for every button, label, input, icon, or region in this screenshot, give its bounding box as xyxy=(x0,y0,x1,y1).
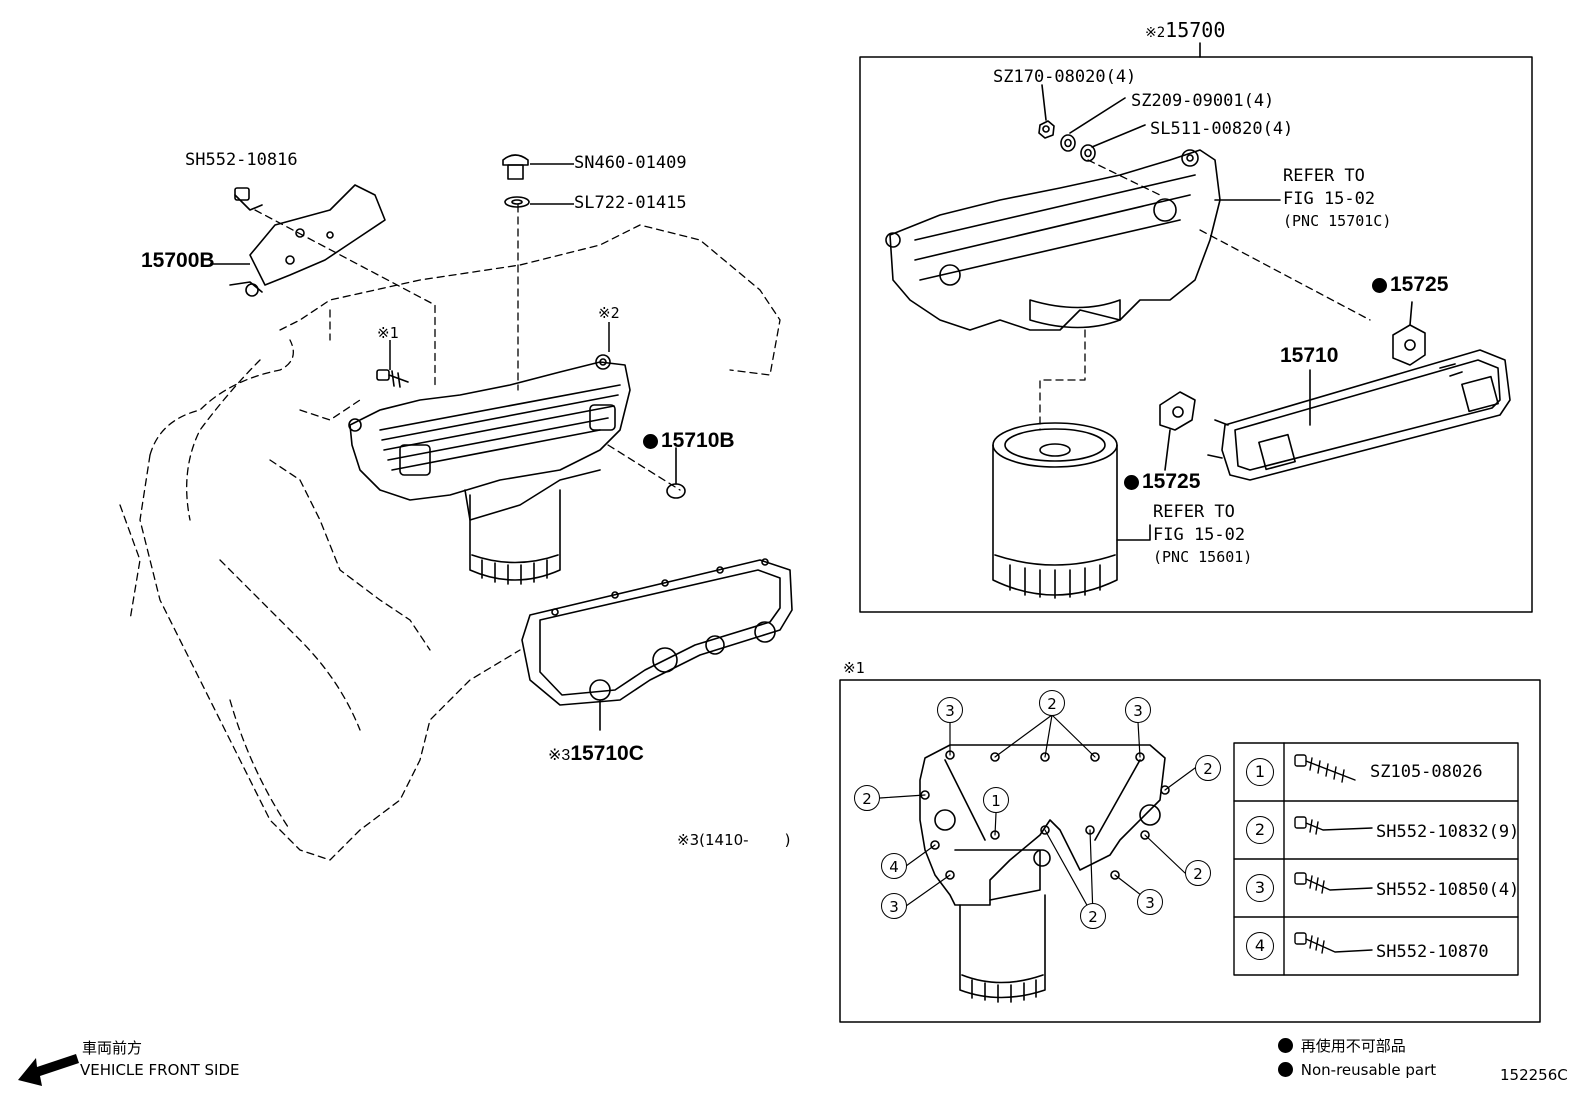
refer-a-line3: (PNC 15701C) xyxy=(1283,212,1392,230)
o-ring-15710b xyxy=(666,483,686,499)
label-sz170-08020: SZ170-08020(4) xyxy=(993,67,1137,87)
legend-number-3: 3 xyxy=(1246,874,1274,902)
label-sl511-00820: SL511-00820(4) xyxy=(1150,119,1294,139)
non-reusable-en-text: Non-reusable part xyxy=(1300,1061,1437,1079)
bolt-legend-table xyxy=(1233,742,1519,976)
non-reusable-dot xyxy=(1372,278,1387,293)
legend-number-4: 4 xyxy=(1246,932,1274,960)
label-15725-lower: 15725 xyxy=(1124,470,1201,493)
callout-4: 4 xyxy=(881,853,907,879)
label-sn460-01409: SN460-01409 xyxy=(574,153,687,173)
washer-sl722 xyxy=(504,196,530,208)
refer-a-line1: REFER TO xyxy=(1283,166,1365,186)
leader-sl722 xyxy=(530,203,574,205)
detail-bolt-pattern xyxy=(919,744,1170,1003)
callout-2: 2 xyxy=(1195,755,1221,781)
part-number-15725-lower: 15725 xyxy=(1142,470,1201,493)
oil-filter-15601 xyxy=(992,422,1118,599)
detail-frame-mark1 xyxy=(839,679,1541,1023)
refer-b-line2: FIG 15-02 xyxy=(1153,525,1246,545)
non-reusable-dot xyxy=(1278,1062,1293,1077)
leader-lines xyxy=(254,159,1371,491)
refer-a-line2: FIG 15-02 xyxy=(1283,189,1376,209)
timing-cover-outline xyxy=(269,309,431,651)
gasket-15725-upper xyxy=(1392,324,1426,366)
gasket-15710c xyxy=(521,558,793,706)
leader-15700b xyxy=(210,263,250,265)
legend-number-2: 2 xyxy=(1246,816,1274,844)
callout-3: 3 xyxy=(1125,697,1151,723)
engine-outline xyxy=(119,224,781,861)
label-15710c: ※315710C xyxy=(548,742,644,766)
label-sl722-01415: SL722-01415 xyxy=(574,193,687,213)
legend-part-1: SZ105-08026 xyxy=(1370,762,1483,782)
callout-3: 3 xyxy=(881,893,907,919)
part-number-15710c: 15710C xyxy=(570,742,644,765)
oil-cooler-assembly-left xyxy=(348,354,631,585)
leader-sn460 xyxy=(530,163,574,165)
assembly-15700-frame xyxy=(859,56,1533,613)
leader-mark1-bolt xyxy=(389,340,391,370)
label-15710b: 15710B xyxy=(643,429,735,452)
mark3: ※3 xyxy=(548,747,571,764)
non-reusable-jp-text: 再使用不可部品 xyxy=(1300,1037,1406,1055)
legend-part-2: SH552-10832(9) xyxy=(1376,822,1520,842)
callout-2: 2 xyxy=(854,785,880,811)
label-mark2-cooler: ※2 xyxy=(598,304,620,322)
legend-part-3: SH552-10850(4) xyxy=(1376,880,1520,900)
label-assembly-15700: ※215700 xyxy=(1145,20,1225,43)
non-reusable-en: Non-reusable part xyxy=(1278,1060,1436,1080)
vehicle-front-en: VEHICLE FRONT SIDE xyxy=(80,1061,240,1079)
leader-mark2-cooler xyxy=(608,322,610,352)
bolt-mark1 xyxy=(376,369,409,388)
non-reusable-dot xyxy=(1124,475,1139,490)
note-mark3-text: (1410- xyxy=(699,831,749,849)
note-mark3-close: ) xyxy=(784,831,791,849)
callout-3: 3 xyxy=(1137,889,1163,915)
leader-15725-upper xyxy=(1409,301,1413,326)
detail-mark1-title: ※1 xyxy=(843,659,865,677)
non-reusable-dot xyxy=(643,434,658,449)
label-15710: 15710 xyxy=(1280,344,1339,367)
nut-sz170 xyxy=(1038,120,1055,139)
note-mark3: ※3(1410-) xyxy=(677,830,790,850)
drain-plug-sn460 xyxy=(502,154,529,180)
label-sz209-09001: SZ209-09001(4) xyxy=(1131,91,1275,111)
leader-15725-lower xyxy=(1164,429,1171,471)
refer-b-line3: (PNC 15601) xyxy=(1153,548,1253,566)
label-sh552-10816: SH552-10816 xyxy=(185,150,298,170)
non-reusable-dot xyxy=(1278,1038,1293,1053)
callout-2: 2 xyxy=(1080,903,1106,929)
leaders-top xyxy=(1041,84,1146,148)
label-mark1-bolt: ※1 xyxy=(377,324,399,342)
washer-sl511 xyxy=(1080,144,1096,162)
part-number-15725-upper: 15725 xyxy=(1390,273,1449,296)
vehicle-front-arrow xyxy=(18,1054,79,1086)
refer-b-line1: REFER TO xyxy=(1153,502,1235,522)
part-number-15710b: 15710B xyxy=(661,429,735,452)
cooler-element-15710 xyxy=(1207,349,1511,481)
callout-1: 1 xyxy=(983,787,1009,813)
note-mark3-symbol: ※3 xyxy=(677,831,700,849)
vehicle-front-jp: 車両前方 xyxy=(82,1039,143,1057)
callout-3: 3 xyxy=(937,697,963,723)
figure-id: 152256C xyxy=(1500,1066,1568,1084)
callout-2: 2 xyxy=(1185,860,1211,886)
detail-callout-leaders xyxy=(879,714,1196,917)
label-15725-upper: 15725 xyxy=(1372,273,1449,296)
legend-part-4: SH552-10870 xyxy=(1376,942,1489,962)
non-reusable-jp: 再使用不可部品 xyxy=(1278,1036,1406,1056)
leader-refer-15601 xyxy=(1116,524,1151,541)
assembly-mark: ※2 xyxy=(1145,25,1166,41)
callout-2: 2 xyxy=(1039,690,1065,716)
oil-cooler-housing-15701c xyxy=(885,149,1221,331)
washer-sz209 xyxy=(1060,134,1076,152)
assembly-number: 15700 xyxy=(1165,18,1226,42)
legend-number-1: 1 xyxy=(1246,758,1274,786)
label-15700b: 15700B xyxy=(141,249,215,272)
gasket-15725-lower xyxy=(1159,391,1196,431)
bracket-15700b xyxy=(229,184,386,297)
